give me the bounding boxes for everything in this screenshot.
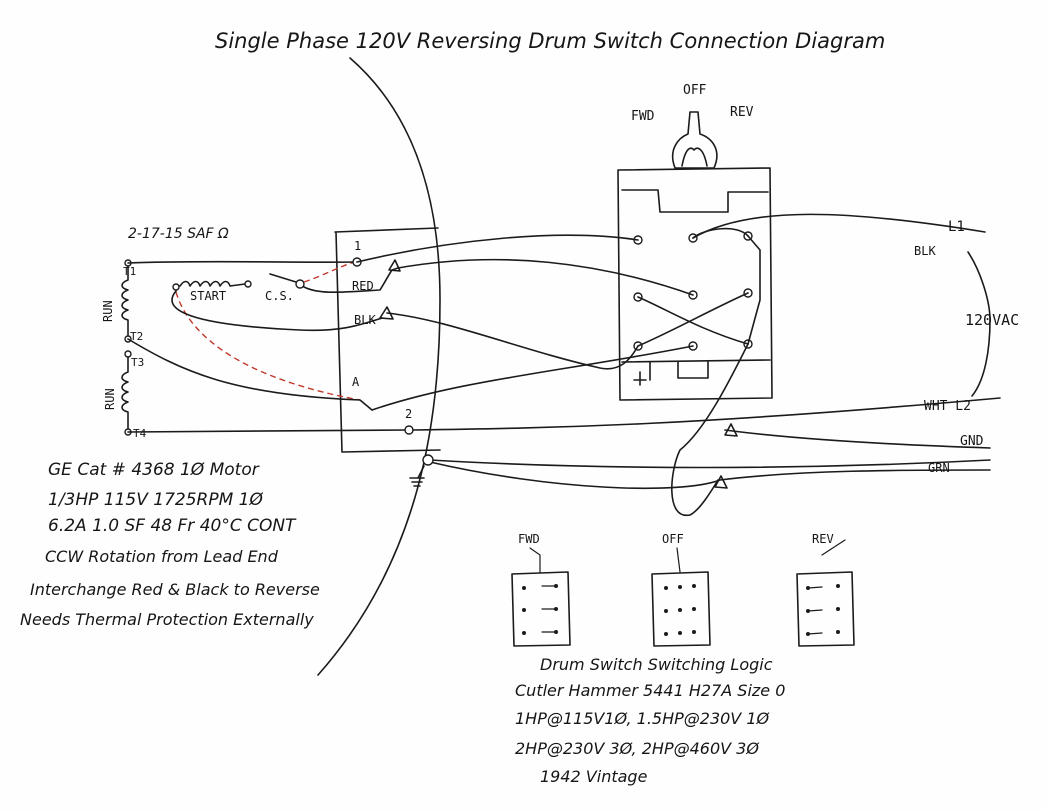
start-winding: START C.S.	[172, 273, 305, 303]
logic-note-4: 2HP@230V 3Ø, 2HP@460V 3Ø	[515, 739, 759, 758]
ground-lug	[409, 454, 434, 487]
supply-labels: L1 BLK 120VAC WHT L2 GND GRN	[914, 219, 1019, 475]
l1-blk-label: BLK	[914, 244, 936, 258]
motor-note-4: CCW Rotation from Lead End	[45, 547, 279, 566]
logic-note-1: Drum Switch Switching Logic	[540, 655, 773, 674]
grn-label: GRN	[928, 461, 950, 475]
motor-note-1: GE Cat # 4368 1Ø Motor	[48, 460, 260, 480]
run-winding-1-label: RUN	[101, 300, 115, 322]
l1-label: L1	[948, 219, 965, 235]
terminal-t3-label: T3	[131, 356, 144, 369]
logic-panel-off: OFF	[651, 532, 711, 647]
logic-panel-fwd: FWD	[511, 532, 571, 647]
motor-notes: GE Cat # 4368 1Ø Motor 1/3HP 115V 1725RP…	[20, 460, 320, 629]
gnd-label: GND	[960, 434, 984, 449]
l2-label: WHT L2	[924, 399, 971, 414]
junction-wires: 1 RED BLK A 2	[127, 239, 414, 435]
drum-switch-handle: OFF FWD REV	[631, 83, 754, 169]
signature-date: 2-17-15 SAF Ω	[128, 226, 229, 242]
logic-note-3: 1HP@115V1Ø, 1.5HP@230V 1Ø	[515, 709, 770, 728]
switch-rev-label: REV	[730, 105, 754, 120]
logic-fwd-label: FWD	[518, 532, 540, 546]
run-winding-2-label: RUN	[103, 388, 117, 410]
terminal-t4-label: T4	[133, 427, 147, 440]
centrifugal-switch-label: C.S.	[265, 289, 294, 303]
logic-off-label: OFF	[662, 532, 684, 546]
motor-note-3: 6.2A 1.0 SF 48 Fr 40°C CONT	[48, 516, 297, 536]
switch-off-label: OFF	[683, 83, 707, 98]
logic-note-2: Cutler Hammer 5441 H27A Size 0	[515, 681, 785, 700]
junction-2-label: 2	[405, 407, 412, 421]
drum-switch-body	[617, 167, 773, 401]
switch-feed-wires	[356, 213, 1001, 516]
motor-note-5: Interchange Red & Black to Reverse	[30, 580, 320, 599]
motor-note-2: 1/3HP 115V 1725RPM 1Ø	[48, 490, 263, 510]
voltage-label: 120VAC	[965, 311, 1019, 329]
junction-a-label: A	[352, 375, 360, 389]
junction-blk-label: BLK	[354, 313, 376, 327]
start-winding-label: START	[190, 289, 226, 303]
logic-panel-rev: REV	[796, 532, 855, 647]
logic-notes: Drum Switch Switching Logic Cutler Hamme…	[515, 655, 785, 786]
cord-sweep-line	[317, 57, 441, 676]
motor-note-6: Needs Thermal Protection Externally	[20, 610, 314, 629]
junction-1-label: 1	[354, 239, 361, 253]
terminal-t2-label: T2	[130, 330, 143, 343]
junction-box	[334, 227, 441, 453]
logic-rev-label: REV	[812, 532, 834, 546]
diagram-title: Single Phase 120V Reversing Drum Switch …	[215, 29, 885, 53]
switch-fwd-label: FWD	[631, 109, 655, 124]
terminal-t1-label: T1	[123, 265, 136, 278]
motor-windings: T1 T2 T3 T4 RUN RUN	[101, 259, 147, 440]
logic-note-5: 1942 Vintage	[540, 767, 648, 786]
red-dashed-jumper-1	[303, 261, 356, 283]
junction-red-label: RED	[352, 279, 374, 293]
red-dashed-jumper-2	[175, 291, 361, 401]
